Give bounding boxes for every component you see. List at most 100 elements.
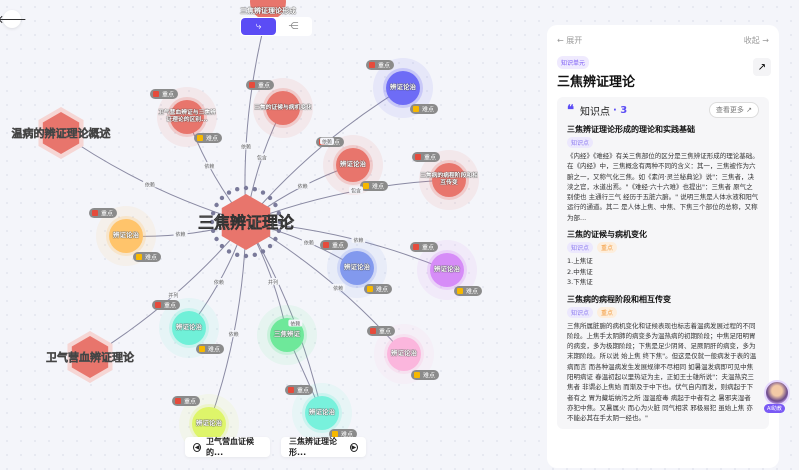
node-label: 三焦辨证 bbox=[274, 330, 300, 339]
edge-label: 并列 bbox=[168, 292, 178, 299]
chevron-left-icon: ◀ bbox=[193, 442, 202, 452]
node-label: 卫气营血辨证与三焦辨证理论的区别... bbox=[158, 110, 216, 123]
orbit-dot bbox=[235, 252, 240, 258]
prev-node-button[interactable]: ◀卫气营血证候的... bbox=[185, 437, 270, 457]
panel-title: 三焦辨证理论 bbox=[557, 75, 636, 90]
edge-label-group: 依赖 bbox=[351, 235, 366, 244]
back-button[interactable]: 🡐 bbox=[0, 10, 27, 28]
edge-label: 依赖 bbox=[204, 163, 214, 170]
node-label: 辨证论治 bbox=[176, 323, 202, 332]
graph-view-icon: ⤷ bbox=[255, 21, 262, 32]
kp-title[interactable]: 三焦病的病程阶段和相互传变 bbox=[567, 294, 671, 304]
graph-node[interactable]: 三焦病的病程阶段和相互传变 重点 bbox=[412, 150, 479, 210]
orbit-dot bbox=[267, 195, 273, 201]
orbit-dot bbox=[226, 249, 232, 254]
orbit-dot bbox=[273, 236, 278, 242]
nodes: 三焦辨证理论形成卫气营血辨证与三焦辨证理论的区别...重点难点三焦的证候与病机变… bbox=[11, 0, 482, 454]
kp-title[interactable]: 三焦辨证理论形成的理论和实践基础 bbox=[567, 125, 695, 134]
svg-text:重点: 重点 bbox=[101, 210, 113, 218]
node-label: 辨证论治 bbox=[434, 265, 460, 274]
edge-label-group: 包含 bbox=[348, 186, 363, 194]
node-label: 辨证论治 bbox=[344, 263, 370, 272]
edge-label-group: 并列 bbox=[266, 278, 281, 286]
collapse-button[interactable]: 收起 → bbox=[743, 36, 769, 45]
svg-text:难点: 难点 bbox=[376, 286, 388, 294]
graph-view-button[interactable]: ⤷ bbox=[241, 18, 276, 35]
node-label: 辨证论治 bbox=[113, 231, 139, 240]
svg-text:难点: 难点 bbox=[145, 254, 157, 262]
svg-text:难点: 难点 bbox=[422, 106, 434, 114]
topic-node[interactable] bbox=[71, 336, 109, 378]
unit-badge: 知识单元 bbox=[557, 56, 590, 69]
edge-label-group: 依赖 bbox=[211, 278, 226, 286]
graph-node[interactable] bbox=[250, 0, 286, 20]
key-point-badge: 重点 bbox=[320, 240, 348, 250]
edge-label: 依赖 bbox=[145, 181, 155, 188]
orbit-dot bbox=[252, 186, 257, 192]
quote-icon: ❝ bbox=[567, 102, 574, 118]
difficulty-badge: 难点 bbox=[196, 344, 224, 354]
tag: 知识点 bbox=[567, 306, 594, 318]
svg-text:重点: 重点 bbox=[164, 302, 176, 310]
center-node[interactable] bbox=[221, 194, 271, 250]
list-item: 2.中焦证 bbox=[567, 267, 593, 276]
edge-label-group: 依赖 bbox=[142, 180, 157, 188]
svg-text:重点: 重点 bbox=[424, 154, 436, 162]
edge bbox=[245, 87, 404, 223]
chevron-right-icon: ▶ bbox=[349, 442, 358, 452]
svg-text:难点: 难点 bbox=[208, 346, 220, 354]
edge-labels: 依赖依赖并列依赖包含依赖依赖包含依赖依赖依赖依赖并列依赖依赖依赖 bbox=[142, 137, 366, 338]
edge-label: 包含 bbox=[257, 154, 267, 161]
edge-label: 依赖 bbox=[241, 143, 251, 150]
next-node-button[interactable]: 三焦辨证理论形...▶ bbox=[281, 437, 366, 457]
tree-view-button[interactable]: ⋲ bbox=[276, 18, 311, 35]
node-label: 三焦的证候与病机变化 bbox=[254, 104, 312, 111]
key-point-badge: 重点 bbox=[285, 385, 313, 395]
difficulty-badge: 难点 bbox=[329, 429, 357, 439]
key-point-badge: 重点 bbox=[246, 80, 274, 90]
node-label: 三焦病的病程阶段和相互传变 bbox=[420, 173, 478, 186]
svg-text:难点: 难点 bbox=[423, 372, 435, 380]
edge-label: 依赖 bbox=[304, 239, 314, 246]
difficulty-badge: 难点 bbox=[364, 284, 392, 294]
graph-node[interactable]: 三焦辨证 bbox=[257, 305, 317, 365]
key-point-badge: 重点 bbox=[410, 242, 438, 252]
svg-text:重点: 重点 bbox=[378, 62, 390, 70]
graph-node[interactable]: 三焦的证候与病机变化 重点 bbox=[246, 78, 313, 138]
edge-label-group: 依赖 bbox=[226, 330, 241, 338]
svg-text:重点: 重点 bbox=[379, 328, 391, 336]
orbit-dot bbox=[277, 219, 283, 225]
topic-node[interactable] bbox=[42, 112, 80, 154]
edge bbox=[245, 221, 448, 271]
kp-title[interactable]: 三焦的证候与病机变化 bbox=[567, 230, 647, 240]
key-point-badge: 重点 bbox=[367, 326, 395, 336]
view-more-button[interactable]: 查看更多 ↗ bbox=[708, 102, 759, 118]
orbit-dot bbox=[276, 228, 282, 233]
difficulty-badge: 难点 bbox=[360, 181, 388, 191]
view-toggle[interactable]: ⤷ ⋲ bbox=[240, 17, 312, 36]
key-point-badge: 重点 bbox=[412, 152, 440, 162]
expand-button[interactable]: ← 展开 bbox=[557, 36, 583, 45]
arrow-up-right-icon: ↗ bbox=[757, 61, 767, 73]
orbit-dot bbox=[214, 236, 219, 242]
orbit-dot bbox=[235, 186, 240, 192]
orbit-dot bbox=[252, 252, 257, 258]
orbit-dot bbox=[219, 195, 225, 201]
edge-label-group: 依赖 bbox=[288, 319, 303, 328]
tree-view-icon: ⋲ bbox=[288, 21, 299, 32]
edge-label: 并列 bbox=[268, 279, 278, 286]
orbit-dot bbox=[260, 249, 266, 254]
knowledge-graph[interactable]: 三焦辨证理论形成卫气营血辨证与三焦辨证理论的区别...重点难点三焦的证候与病机变… bbox=[0, 0, 545, 470]
open-external-button[interactable]: ↗ bbox=[753, 58, 771, 76]
ai-assistant-button[interactable]: AI助教 bbox=[762, 380, 792, 414]
